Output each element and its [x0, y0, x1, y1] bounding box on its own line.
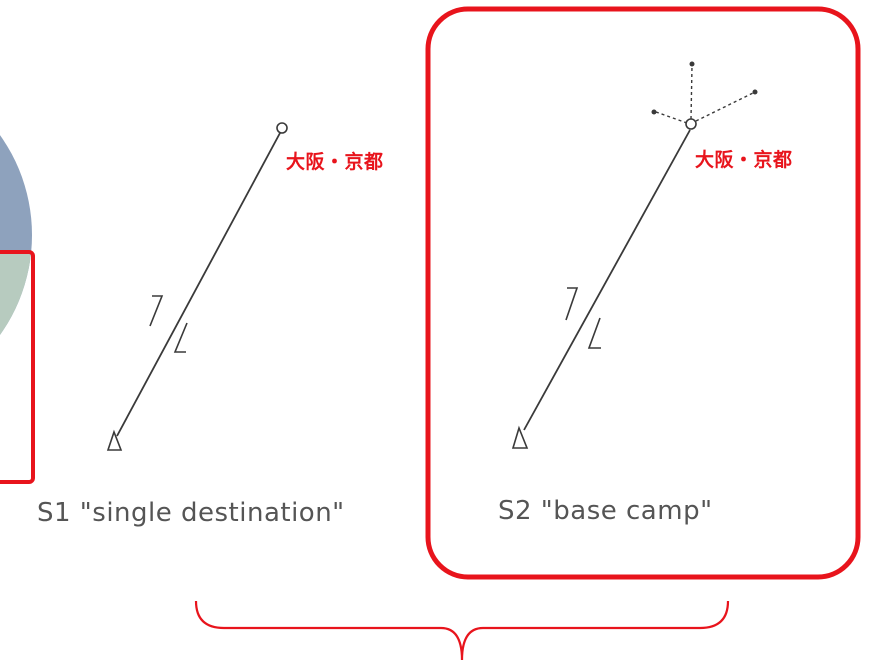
s2-highlight-box [425, 6, 861, 580]
s2-caption: S2 "base camp" [498, 496, 713, 526]
s2-destination-label: 大阪・京都 [695, 149, 793, 171]
s2-excursion-spokes [655, 65, 754, 124]
s1-origin-triangle [106, 429, 123, 451]
s2-origin-triangle [511, 425, 529, 449]
s2-excursion-point-top [689, 61, 695, 67]
left-circle-top [0, 135, 32, 335]
s1-diagram [106, 122, 288, 451]
s1-route-line [116, 132, 281, 437]
left-circle-bottom [0, 252, 32, 407]
left-circle [0, 135, 32, 407]
s2-diagram [511, 61, 758, 449]
s2-base-camp-node [685, 118, 697, 130]
s2-route-line [523, 129, 691, 431]
s2-round-trip-arrows [565, 287, 601, 349]
s1-destination-label: 大阪・京都 [286, 151, 384, 173]
s2-excursion-point-right [752, 89, 758, 95]
s2-excursion-point-left [651, 109, 657, 115]
s1-round-trip-arrows [149, 295, 188, 353]
left-highlight-box [0, 250, 35, 484]
s1-caption: S1 "single destination" [37, 498, 345, 528]
s1-destination-node [276, 122, 288, 134]
bottom-brace [194, 600, 730, 661]
